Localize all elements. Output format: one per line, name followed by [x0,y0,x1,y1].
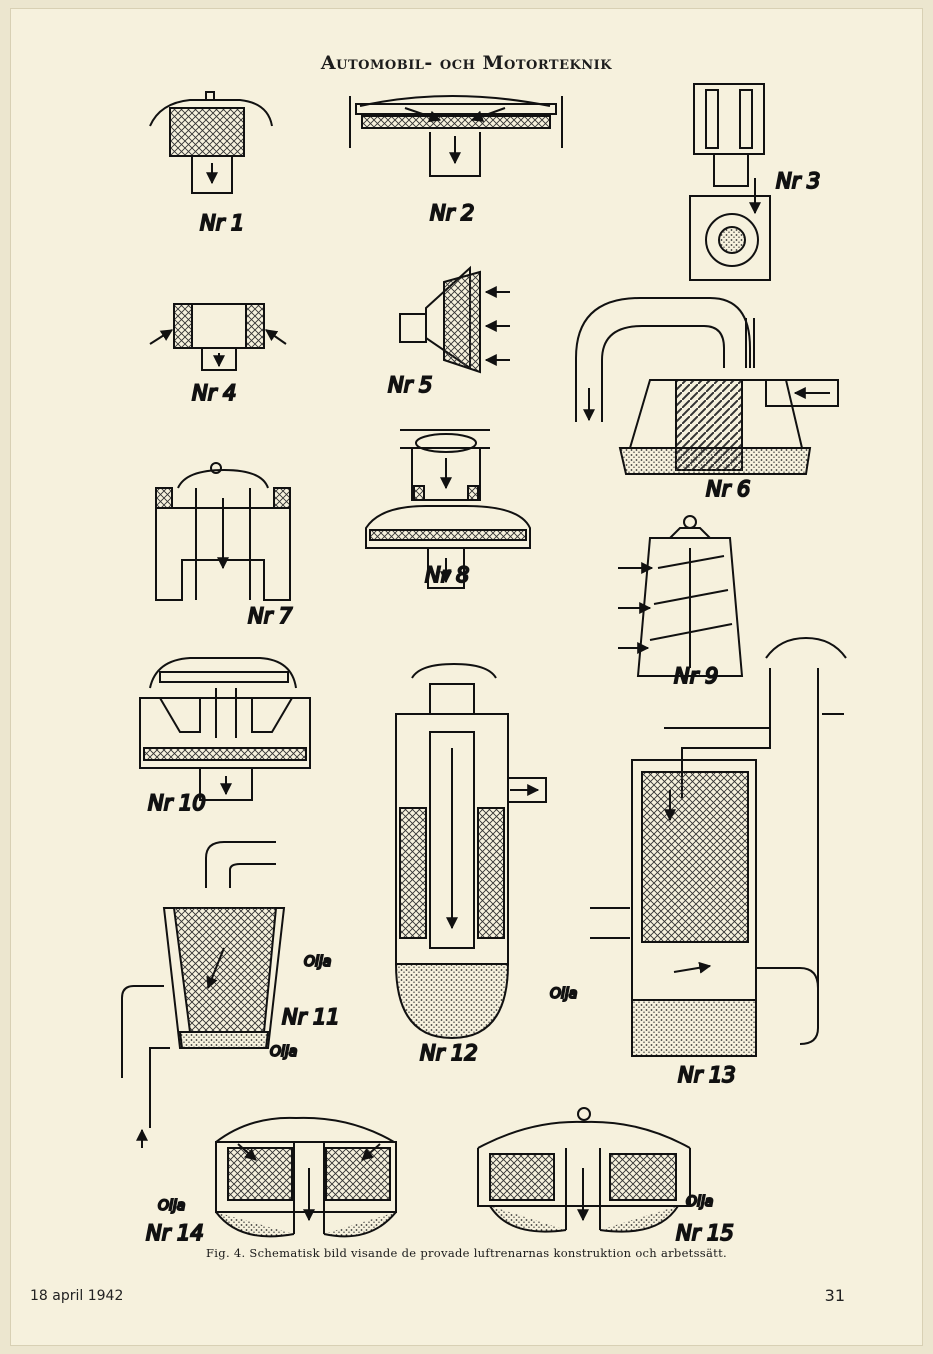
figure-nr12 [394,662,547,1040]
figure-label-nr4: Nr 4 [192,381,236,405]
figure-nr4 [149,303,287,371]
figure-label-nr6: Nr 6 [706,477,750,501]
page-number: 31 [824,1286,845,1305]
figure-nr15 [477,1107,691,1233]
figure-nr10 [139,657,311,801]
figure-nr1 [149,91,273,194]
oil-label-nr13: Olja [550,986,577,1002]
figure-label-nr1: Nr 1 [200,211,244,235]
figure-label-nr2: Nr 2 [430,201,474,225]
figure-nr13 [590,636,847,1057]
figure-label-nr11: Nr 11 [282,1005,340,1029]
figure-label-nr5: Nr 5 [388,373,432,397]
figure-label-nr12: Nr 12 [420,1041,478,1065]
figure-label-nr9: Nr 9 [674,664,718,688]
oil-label-nr15: Olja [686,1194,713,1210]
figure-nr9 [618,515,744,677]
figure-label-nr14: Nr 14 [146,1221,204,1245]
page: Automobil- och Motorteknik [10,8,923,1346]
footer-date: 18 april 1942 [30,1288,124,1304]
figure-label-nr7: Nr 7 [248,604,293,628]
schematic-figure: Nr 1 Nr 2 [121,83,847,1246]
figure-label-nr3: Nr 3 [776,169,820,193]
figure-label-nr15: Nr 15 [676,1221,734,1245]
oil-label-nr11: Olja [270,1044,297,1060]
figure-nr5 [399,265,510,374]
page-header: Automobil- och Motorteknik [320,52,613,74]
figure-nr2 [349,95,563,177]
figure-nr11 [121,841,286,1148]
figure-label-nr8: Nr 8 [425,563,469,587]
figure-nr14 [215,1116,397,1238]
figure-label-nr13: Nr 13 [678,1063,736,1087]
figure-caption-text: Schematisk bild visande de provade luftr… [249,1246,727,1260]
oil-label-nr14: Olja [158,1198,185,1214]
figure-label-nr10: Nr 10 [148,791,206,815]
figure-caption: Fig. 4. Schematisk bild visande de prova… [10,1246,923,1260]
figure-nr3 [689,83,771,281]
figure-nr8 [365,429,531,589]
oil-label-nr12: Olja [304,954,331,970]
figure-nr7 [155,462,291,601]
figure-caption-number: Fig. 4. [206,1246,246,1260]
figure-nr6 [575,297,839,475]
